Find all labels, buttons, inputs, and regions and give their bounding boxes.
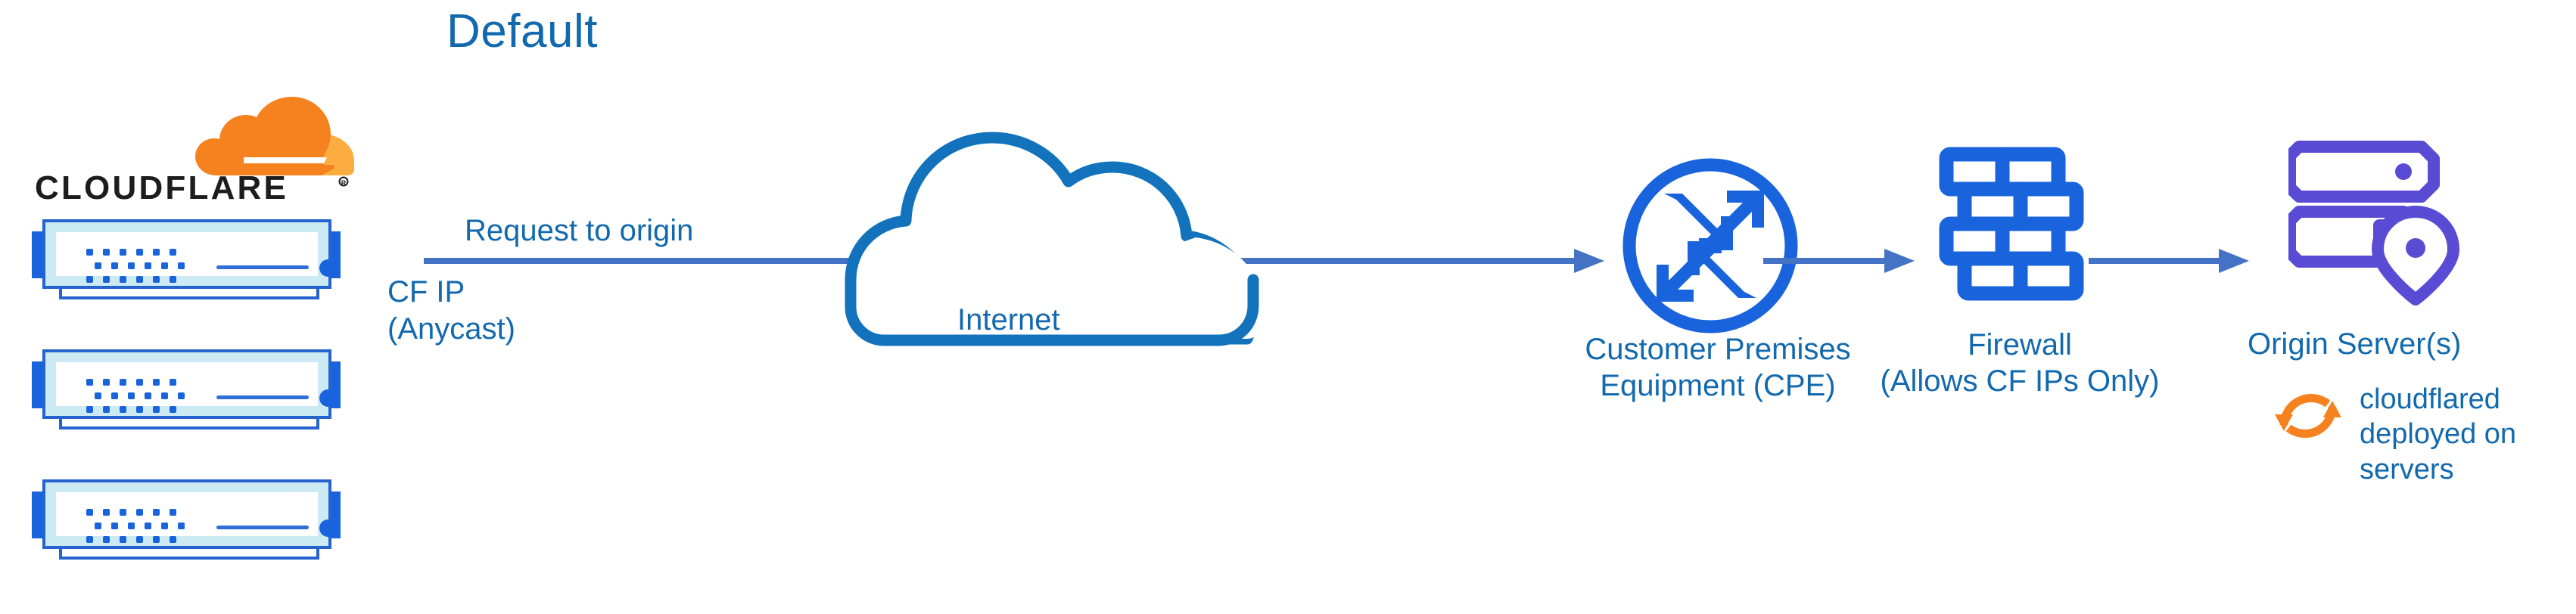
server-chassis <box>42 479 337 549</box>
server-led-icon <box>319 259 337 277</box>
server-status-line <box>216 265 309 269</box>
node-label-firewall: Firewall (Allows CF IPs Only) <box>1865 327 2175 399</box>
server-shelf <box>59 546 319 560</box>
annotation-line2: deployed on <box>2360 418 2517 451</box>
node-label-firewall-line2: (Allows CF IPs Only) <box>1880 364 2160 398</box>
sync-refresh-icon <box>2275 394 2341 438</box>
node-label-firewall-line1: Firewall <box>1968 328 2072 361</box>
flow-arrow-to-firewall <box>1763 249 1915 273</box>
server-port-grid-icon <box>86 249 185 283</box>
router-icon <box>1622 158 1798 333</box>
node-label-cpe-line2: Equipment (CPE) <box>1600 369 1836 402</box>
server-chassis <box>42 349 337 419</box>
server-led-icon <box>319 519 337 537</box>
server-chassis <box>42 219 337 289</box>
cloudflare-logo: CLOUDFLARE R <box>35 97 354 206</box>
node-label-origin: Origin Server(s) <box>2248 327 2462 361</box>
server-status-line <box>216 526 309 529</box>
flow-arrow-to-origin <box>2089 249 2249 273</box>
server-face-panel <box>56 232 337 283</box>
server-shelf <box>59 416 319 429</box>
svg-text:CLOUDFLARE: CLOUDFLARE <box>35 171 288 206</box>
node-label-internet: Internet <box>957 303 1060 336</box>
cloudflare-wordmark: CLOUDFLARE R <box>35 171 349 206</box>
annotation-line3: servers <box>2360 453 2454 485</box>
flow-label-request-to-origin: Request to origin <box>465 214 694 247</box>
svg-text:R: R <box>341 179 347 187</box>
server-shelf <box>59 286 319 299</box>
list-item <box>14 219 341 304</box>
server-port-grid-icon <box>86 379 185 413</box>
list-item <box>14 349 341 434</box>
node-label-cpe: Customer Premises Equipment (CPE) <box>1536 331 1899 404</box>
node-label-cpe-line1: Customer Premises <box>1585 333 1851 366</box>
cloudflare-cloud-mark-icon <box>195 97 354 175</box>
flow-label-cf-ip-line2: (Anycast) <box>387 312 515 346</box>
server-face-panel <box>56 362 337 413</box>
server-led-icon <box>319 389 337 407</box>
brick-wall-icon <box>1939 147 2084 301</box>
cloud-outline-icon <box>845 132 1262 346</box>
server-face-panel <box>56 492 337 543</box>
page-title: Default <box>446 5 598 57</box>
flow-label-cf-ip-line1: CF IP <box>387 275 465 309</box>
server-status-line <box>216 395 309 399</box>
server-port-grid-icon <box>86 509 185 543</box>
list-item <box>14 479 341 564</box>
annotation-line1: cloudflared <box>2360 383 2500 415</box>
annotation-cloudflared: cloudflared deployed on servers <box>2360 382 2516 487</box>
flow-label-cf-ip: CF IP (Anycast) <box>387 274 515 348</box>
server-stack-location-pin-icon <box>2288 141 2459 305</box>
